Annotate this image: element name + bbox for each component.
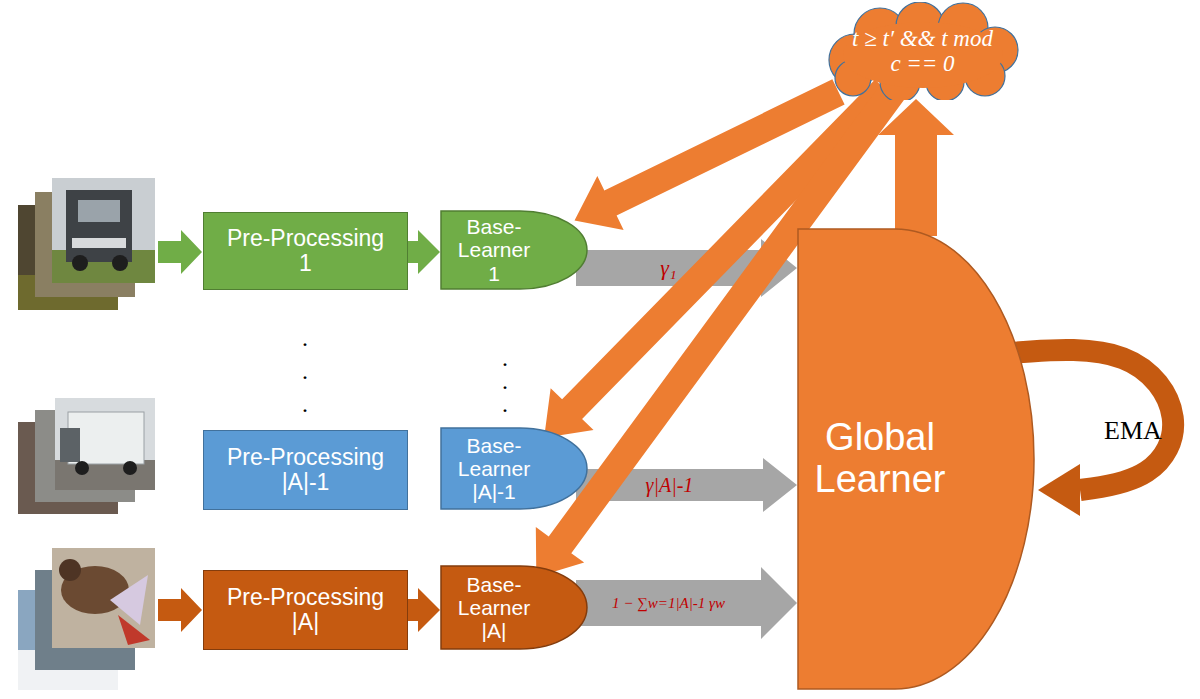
- truck-shape: [75, 461, 89, 475]
- base-learner-shape: [441, 428, 587, 509]
- node-text: Base-Learner |A|: [454, 573, 534, 642]
- node-text: t ≥ t′ && t mod c == 0: [848, 26, 998, 77]
- ellipsis-dot: .: [302, 326, 308, 350]
- global-learner-shape: [798, 229, 1034, 689]
- condition-cloud: t ≥ t′ && t mod c == 0: [825, 2, 1020, 100]
- preprocessing-box: Pre-Processing |A|-1: [203, 430, 408, 510]
- input-arrow: [158, 230, 202, 274]
- sample-image: [55, 398, 155, 490]
- base-learner: Base-Learner |A|-1: [440, 427, 588, 510]
- ellipsis-dot: .: [502, 346, 508, 370]
- global-learner: Global Learner: [797, 228, 1035, 690]
- truck-shape: [66, 190, 132, 262]
- ellipsis-dot: .: [302, 392, 308, 416]
- sample-image: [52, 178, 155, 283]
- ellipsis-dot: .: [302, 359, 308, 383]
- node-text: Global Learner: [800, 417, 960, 501]
- base-learner-shape: [441, 566, 587, 649]
- node-text: Pre-Processing |A|-1: [218, 445, 393, 496]
- base-learner-shape: [441, 211, 587, 289]
- truck-shape: [72, 238, 126, 248]
- input-arrow: [158, 588, 202, 632]
- flow-arrow: [1010, 350, 1173, 516]
- truck-shape: [112, 255, 128, 271]
- arrow-head: [1038, 464, 1080, 516]
- node-text: Pre-Processing |A|: [218, 585, 393, 636]
- truck-shape: [123, 461, 137, 475]
- node-text: Base-Learner 1: [454, 215, 534, 284]
- bird-shape: [110, 575, 148, 625]
- bird-shape: [59, 559, 81, 581]
- sample-image: [52, 548, 155, 648]
- base-learner: Base-Learner |A|: [440, 565, 588, 650]
- node-text: Pre-Processing 1: [218, 226, 393, 277]
- flow-arrow: [576, 567, 797, 639]
- ellipsis-dot: .: [502, 392, 508, 416]
- preprocessing-box: Pre-Processing |A|: [203, 570, 408, 650]
- truck-shape: [78, 200, 120, 222]
- preprocessing-box: Pre-Processing 1: [203, 212, 408, 290]
- truck-shape: [60, 428, 80, 462]
- truck-shape: [72, 255, 88, 271]
- arrow-body: [576, 567, 797, 639]
- bird-shape: [118, 615, 150, 645]
- base-learner: Base-Learner 1: [440, 210, 588, 290]
- cloud-fill: [843, 22, 1003, 88]
- ellipsis-dot: .: [502, 369, 508, 393]
- node-text: Base-Learner |A|-1: [454, 434, 534, 503]
- loop-label: EMA: [1104, 416, 1162, 446]
